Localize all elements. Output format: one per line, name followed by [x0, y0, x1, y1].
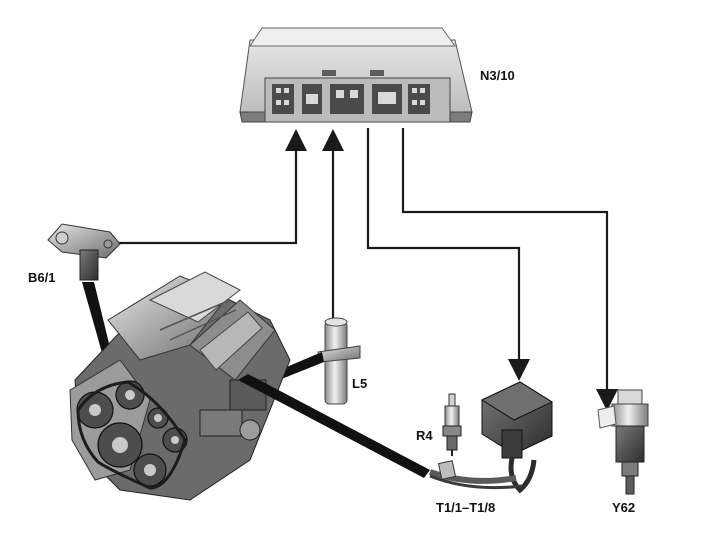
label-b6-1: B6/1 [28, 270, 55, 285]
label-n3-10: N3/10 [480, 68, 515, 83]
v8-engine [69, 271, 291, 501]
crankshaft-sensor-l5 [317, 317, 361, 405]
control-unit-n3-10 [239, 27, 473, 123]
label-y62: Y62 [612, 500, 635, 515]
spark-plug-r4 [442, 393, 462, 456]
label-r4: R4 [416, 428, 433, 443]
wire-b6-1-to-ecu [118, 129, 307, 245]
leader-ignition-coil [238, 374, 430, 478]
fuel-injector-y62 [597, 389, 649, 495]
ignition-coil-t1 [429, 381, 554, 494]
wire-ecu-to-injector [401, 128, 618, 411]
label-l5: L5 [352, 376, 367, 391]
label-t1: T1/1–T1/8 [436, 500, 495, 515]
signal-lines [118, 128, 618, 411]
wire-ecu-to-ignition-coils [366, 128, 530, 381]
camshaft-sensor-b6-1 [47, 223, 121, 281]
